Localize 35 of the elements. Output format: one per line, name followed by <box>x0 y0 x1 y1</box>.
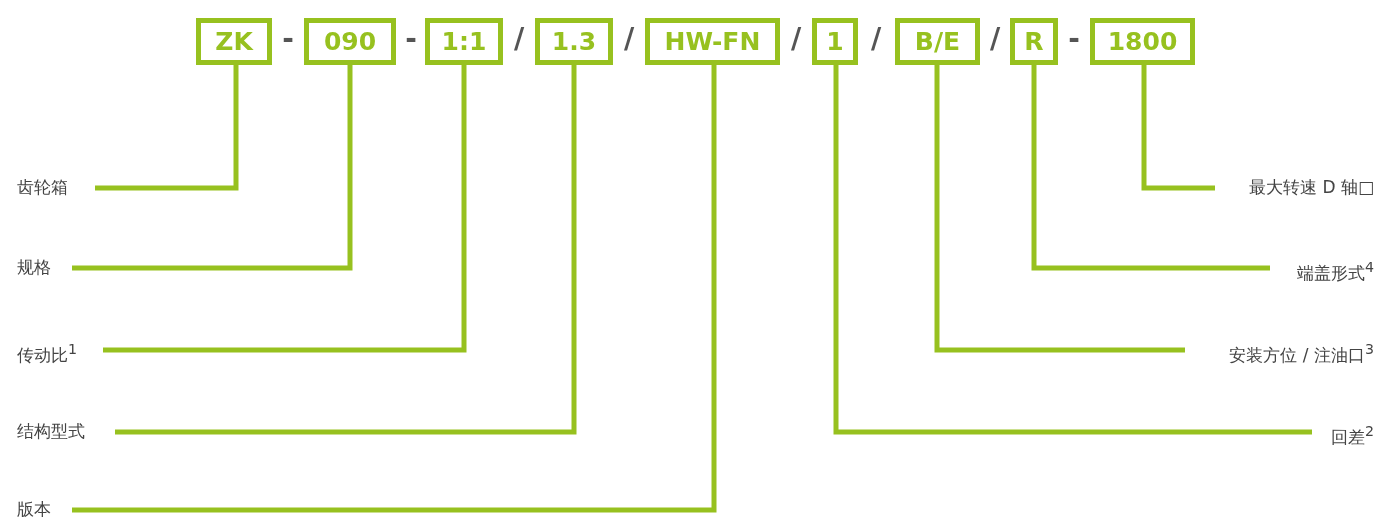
code-box: 1800 <box>1090 18 1195 65</box>
code-box: 1.3 <box>535 18 613 65</box>
field-label: 规格 <box>17 256 51 278</box>
separator: - <box>281 22 295 55</box>
separator: / <box>789 22 803 55</box>
separator: - <box>404 22 418 55</box>
leader-line <box>1031 65 1270 271</box>
field-label: 传动比$^{1}$ <box>17 338 77 366</box>
code-box: ZK <box>196 18 272 65</box>
code-box: 1 <box>812 18 858 65</box>
leader-line <box>1141 65 1215 191</box>
leader-line <box>95 65 239 191</box>
code-box: 090 <box>304 18 396 65</box>
field-label: 齿轮箱 <box>17 176 68 198</box>
field-label: 回差$^{2}$ <box>1331 420 1374 448</box>
leader-line <box>934 65 1185 353</box>
field-label: 结构型式 <box>17 420 85 442</box>
leader-line <box>833 65 1312 435</box>
leader-line <box>103 65 467 353</box>
code-box: 1:1 <box>425 18 503 65</box>
leader-line <box>115 65 577 435</box>
field-label: 安装方位 / 注油口$^{3}$ <box>1229 338 1374 366</box>
code-box: R <box>1010 18 1058 65</box>
leader-line <box>72 65 717 513</box>
separator: / <box>512 22 526 55</box>
separator: / <box>988 22 1002 55</box>
separator: / <box>869 22 883 55</box>
separator: / <box>622 22 636 55</box>
leader-line <box>72 65 353 271</box>
code-box: B/E <box>895 18 980 65</box>
field-label: 端盖形式$^{4}$ <box>1297 256 1374 284</box>
code-box: HW-FN <box>645 18 780 65</box>
field-label: 最大转速 D 轴□ <box>1249 176 1374 198</box>
field-label: 版本 <box>17 498 51 520</box>
separator: - <box>1067 22 1081 55</box>
